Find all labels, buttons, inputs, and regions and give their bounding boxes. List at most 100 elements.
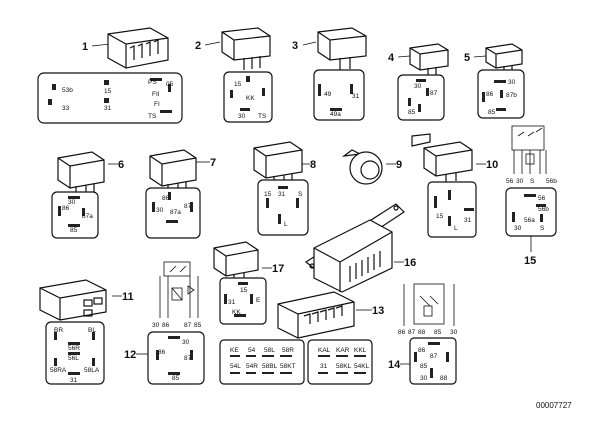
callout-5: 5 xyxy=(464,52,470,64)
pin-30: 30 xyxy=(508,79,516,86)
pin-KE: KE xyxy=(230,347,239,354)
pin-87: 87 xyxy=(184,355,192,362)
pin-30-box: 30 xyxy=(514,225,522,232)
callout-4: 4 xyxy=(388,52,395,64)
pin-BR: BR xyxy=(54,327,63,334)
pin-87-top: 87 xyxy=(184,322,192,329)
pin-87: 87 xyxy=(430,90,438,97)
pin-31: 31 xyxy=(464,217,472,224)
pin-31: 31 xyxy=(228,299,236,306)
pin-49a: 49a xyxy=(330,111,341,118)
pin-30: 30 xyxy=(516,178,524,185)
pin-87a: 87a xyxy=(82,213,93,220)
relay-1: 1 53b 15 31 33 PS 05 FII FI TS xyxy=(37,27,183,124)
pin-85-top: 85 xyxy=(434,329,442,336)
pin-31: 31 xyxy=(352,93,360,100)
pin-86-top: 86 xyxy=(162,322,170,329)
pin-TS: TS xyxy=(258,113,267,120)
pin-31: 31 xyxy=(278,191,286,198)
pin-33: 33 xyxy=(62,105,70,112)
callout-8: 8 xyxy=(310,159,316,171)
callout-12: 12 xyxy=(124,349,136,361)
pin-88-top: 88 xyxy=(418,329,426,336)
relay-13: 13 KE 54 58L 58R 54L 54R 58BL 58KT KAL K… xyxy=(219,291,384,385)
relay-15: 56 30 S 56b 56 56b 56a 30 S 15 xyxy=(505,125,557,267)
pin-S: S xyxy=(530,178,535,185)
pin-58BL: 58BL xyxy=(262,363,278,370)
pin-15: 15 xyxy=(240,287,248,294)
pin-FII: FII xyxy=(152,91,160,98)
pin-86: 86 xyxy=(62,205,70,212)
pin-85: 85 xyxy=(172,375,180,382)
relay-17: 17 15 31 E KK xyxy=(213,241,284,325)
callout-3: 3 xyxy=(292,40,298,52)
pin-58LA: 58LA xyxy=(84,367,100,374)
relay-10: 10 15 31 L xyxy=(411,133,498,238)
pin-58R: 58R xyxy=(282,347,294,354)
pin-54R: 54R xyxy=(246,363,258,370)
pin-30: 30 xyxy=(420,375,428,382)
pin-86: 86 xyxy=(162,195,170,202)
pin-FI: FI xyxy=(154,101,160,108)
callout-2: 2 xyxy=(195,40,201,52)
pin-54: 54 xyxy=(248,347,256,354)
callout-7: 7 xyxy=(210,157,216,169)
pin-15: 15 xyxy=(264,191,272,198)
pin-87-top: 87 xyxy=(408,329,416,336)
pin-58L: 58L xyxy=(264,347,275,354)
pin-56L: 56L xyxy=(68,355,79,362)
callout-15: 15 xyxy=(524,255,536,267)
pin-85: 85 xyxy=(70,227,78,234)
pin-87a: 87a xyxy=(170,209,181,216)
callout-14: 14 xyxy=(388,359,401,371)
pin-15: 15 xyxy=(104,88,112,95)
pin-KAL: KAL xyxy=(318,347,331,354)
pin-86: 86 xyxy=(418,347,426,354)
pin-E: E xyxy=(256,297,261,304)
pin-85: 85 xyxy=(420,363,428,370)
pin-56: 56 xyxy=(506,178,514,185)
pin-54L: 54L xyxy=(230,363,241,370)
pin-54KL: 54KL xyxy=(354,363,370,370)
pin-58RA: 58RA xyxy=(50,367,67,374)
pin-88: 88 xyxy=(440,375,448,382)
pin-87: 87 xyxy=(430,353,438,360)
pin-05: 05 xyxy=(166,81,174,88)
relay-2: 2 15 KK 30 TS xyxy=(195,27,273,123)
pin-L: L xyxy=(284,221,288,228)
pin-56b-box: 56b xyxy=(538,206,549,213)
pin-58KL: 58KL xyxy=(336,363,352,370)
pin-30-top: 30 xyxy=(450,329,458,336)
relay-8: 8 31 S 15 L xyxy=(253,141,316,236)
callout-6: 6 xyxy=(118,159,124,171)
pin-30: 30 xyxy=(414,83,422,90)
pin-53b: 53b xyxy=(62,87,73,94)
pin-KK: KK xyxy=(232,309,241,316)
callout-1: 1 xyxy=(82,41,88,53)
pin-58KT: 58KT xyxy=(280,363,296,370)
pin-S-box: S xyxy=(540,225,545,232)
pin-56a-box: 56a xyxy=(524,217,535,224)
relay-12: 30 86 87 85 12 30 86 87 85 xyxy=(124,322,205,385)
callout-16: 16 xyxy=(404,257,416,269)
callout-10: 10 xyxy=(486,159,498,171)
pin-31: 31 xyxy=(70,377,78,384)
part-9-round: 9 xyxy=(341,149,402,185)
pin-BL: BL xyxy=(88,327,96,334)
reference-number: 00007727 xyxy=(536,401,572,410)
relay-4: 4 30 87 85 xyxy=(388,43,449,121)
part-16-buzzer: 16 xyxy=(304,203,416,293)
relay-3: 3 49 31 49a xyxy=(292,27,367,121)
callout-17: 17 xyxy=(272,263,284,275)
pin-87b: 87b xyxy=(506,92,517,99)
pin-L: L xyxy=(454,225,458,232)
pin-86: 86 xyxy=(158,349,166,356)
pin-31: 31 xyxy=(320,363,328,370)
pin-TS: TS xyxy=(148,113,157,120)
pin-49: 49 xyxy=(324,91,332,98)
pin-31: 31 xyxy=(104,105,112,112)
pin-15: 15 xyxy=(436,213,444,220)
relay-11: 11 BR BL 56R 56L 58RA 58LA 31 xyxy=(39,279,134,385)
pin-30: 30 xyxy=(68,199,76,206)
